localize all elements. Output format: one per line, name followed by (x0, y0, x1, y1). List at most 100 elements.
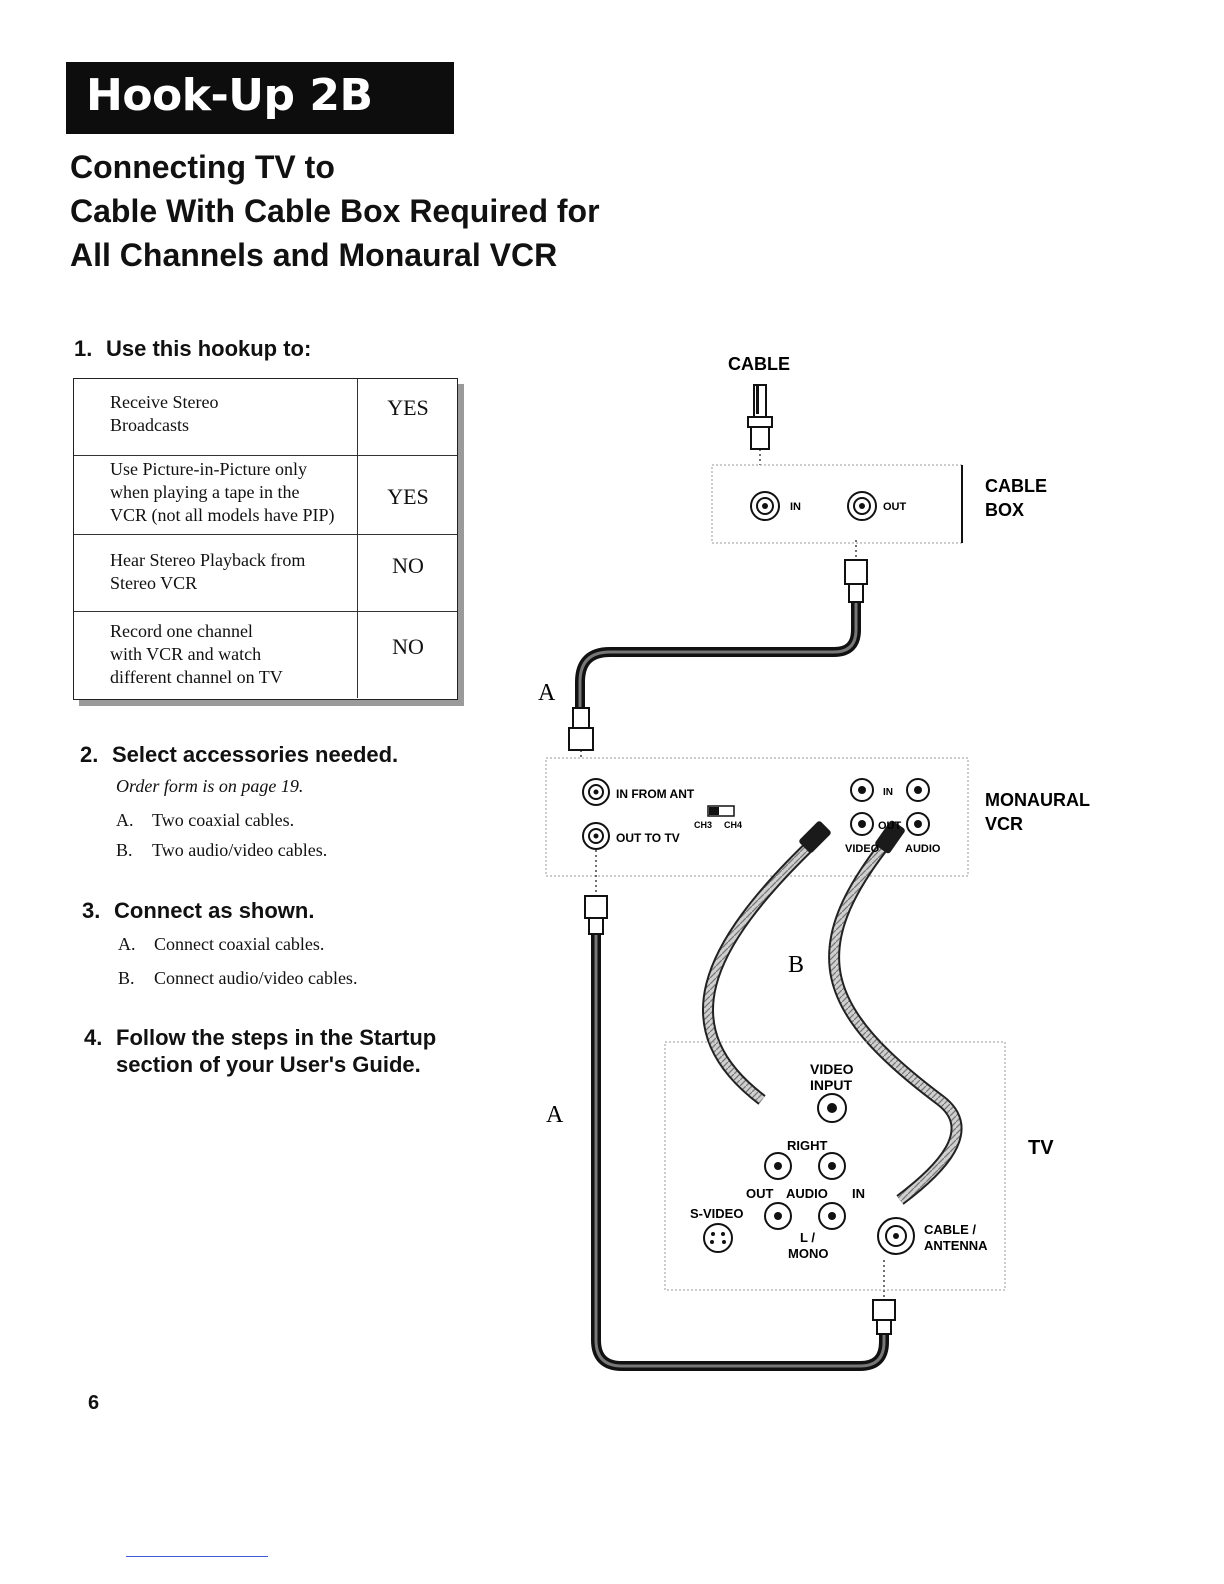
page-number: 6 (88, 1392, 100, 1414)
tv-label: TV (1028, 1137, 1054, 1159)
step-text: section of your User's Guide. (116, 1052, 421, 1077)
row-value-text: NO (392, 553, 424, 578)
item-letter: B. (118, 968, 135, 988)
vcr-label: VCR (985, 814, 1023, 834)
row-label-line: VCR (not all models have PIP) (110, 505, 335, 525)
item-letter: B. (116, 840, 133, 860)
cable-box-label: CABLE (985, 476, 1047, 496)
order-form-note: Order form is on page 19. (116, 776, 304, 796)
table-row: Record one channel with VCR and watch di… (74, 612, 457, 698)
jack-label: IN (883, 787, 893, 798)
connect-item: B. Connect audio/video cables. (118, 968, 357, 989)
step-text: Select accessories needed. (112, 742, 399, 767)
row-label-line: Broadcasts (110, 415, 189, 435)
step-1-heading: 1. Use this hookup to: (74, 336, 311, 362)
item-letter: A. (118, 934, 136, 954)
cable-a-label: A (538, 680, 556, 706)
channel-switch-icon (707, 805, 735, 817)
tv-antenna-jack-icon (877, 1217, 915, 1255)
row-label-line: Use Picture-in-Picture only (110, 459, 307, 479)
jack-label: IN (790, 501, 801, 513)
jack-label: IN (852, 1186, 865, 1201)
title-line: All Channels and Monaural VCR (70, 237, 558, 273)
cable-connector-icon (747, 384, 773, 476)
row-value: YES (357, 379, 458, 455)
jack-label: MONO (788, 1246, 828, 1261)
item-text: Connect coaxial cables. (154, 934, 325, 954)
vcr-audio-video-jacks-icon (850, 778, 930, 836)
hookup-uses-table: Receive Stereo Broadcasts YES Use Pictur… (73, 378, 458, 700)
jack-label: VIDEO (810, 1061, 854, 1077)
coax-connector-icon (844, 540, 868, 603)
cable-box-out-jack-icon (847, 491, 877, 521)
coax-connector-icon (584, 850, 608, 935)
rca-plug-icon (799, 820, 905, 854)
row-label-line: different channel on TV (110, 667, 283, 687)
jack-label: OUT (883, 501, 907, 513)
jack-label: AUDIO (905, 843, 941, 855)
cable-label: CABLE (728, 354, 790, 374)
step-text: Use this hookup to: (106, 336, 312, 361)
jack-label: OUT (746, 1186, 774, 1201)
row-value: NO (357, 535, 458, 611)
row-value: NO (357, 612, 458, 698)
jack-label: L / (800, 1230, 815, 1245)
cable-a-label: A (546, 1102, 564, 1128)
step-number: 2. (80, 742, 99, 767)
banner: Hook-Up 2B (66, 62, 454, 134)
row-label-line: Record one channel (110, 621, 253, 641)
tv-panel (664, 1041, 1006, 1291)
jack-label: IN FROM ANT (616, 787, 695, 801)
vcr-in-from-ant-jack-icon (582, 778, 610, 806)
row-value: YES (357, 456, 458, 534)
row-label: Use Picture-in-Picture only when playing… (110, 458, 350, 527)
row-label-line: with VCR and watch (110, 644, 262, 664)
tv-video-input-jack-icon (817, 1093, 847, 1123)
connect-item: A. Connect coaxial cables. (118, 934, 324, 955)
step-text: Connect as shown. (114, 898, 315, 923)
row-value-text: YES (387, 395, 429, 420)
cable-box-panel (711, 464, 963, 544)
jack-label: INPUT (810, 1077, 852, 1093)
step-number: 4. (84, 1025, 103, 1050)
jack-label: OUT TO TV (616, 831, 680, 845)
vcr-panel (545, 757, 969, 877)
jack-label: OUT (878, 820, 902, 832)
hookup-diagram: CABLE CABLE BOX IN OUT A MONAURAL VCR IN… (538, 354, 1090, 1371)
step-4-heading: 4.Follow the steps in the Startup sectio… (84, 1024, 436, 1078)
banner-title: Hook-Up 2B (86, 70, 373, 121)
tv-audio-jacks-icon (764, 1152, 846, 1230)
cable-b-label: B (788, 952, 804, 978)
table-row: Use Picture-in-Picture only when playing… (74, 456, 457, 535)
jack-label: VIDEO (845, 843, 880, 855)
jack-label: CABLE / (924, 1222, 976, 1237)
switch-label: CH3 (694, 820, 712, 830)
accessory-item: B.Two audio/video cables. (116, 840, 327, 861)
row-label-line: Receive Stereo (110, 392, 219, 412)
title-line: Connecting TV to (70, 149, 335, 185)
coax-connector-icon (568, 707, 594, 778)
item-text: Connect audio/video cables. (154, 968, 358, 988)
accessory-item: A. Two coaxial cables. (116, 810, 294, 831)
item-letter: A. (116, 810, 134, 830)
vcr-out-to-tv-jack-icon (582, 822, 610, 850)
row-label-line: Stereo VCR (110, 573, 198, 593)
row-label-line: Hear Stereo Playback from (110, 550, 306, 570)
row-label: Hear Stereo Playback from Stereo VCR (110, 549, 350, 595)
title-line: Cable With Cable Box Required for (70, 193, 600, 229)
coax-connector-icon (872, 1260, 896, 1335)
row-label: Record one channel with VCR and watch di… (110, 620, 350, 689)
row-value-text: YES (387, 484, 429, 509)
step-number: 1. (74, 336, 93, 361)
step-number: 3. (82, 898, 101, 923)
item-text: Two coaxial cables. (152, 810, 295, 830)
page-title: Connecting TV to Cable With Cable Box Re… (70, 145, 770, 277)
jack-label: S-VIDEO (690, 1206, 743, 1221)
jack-label: ANTENNA (924, 1238, 988, 1253)
step-3-heading: 3. Connect as shown. (82, 898, 314, 924)
cable-box-in-jack-icon (750, 491, 780, 521)
jack-label: RIGHT (787, 1138, 828, 1153)
jack-label: AUDIO (786, 1186, 828, 1201)
vcr-label: MONAURAL (985, 790, 1090, 810)
svideo-jack-icon (703, 1223, 733, 1253)
